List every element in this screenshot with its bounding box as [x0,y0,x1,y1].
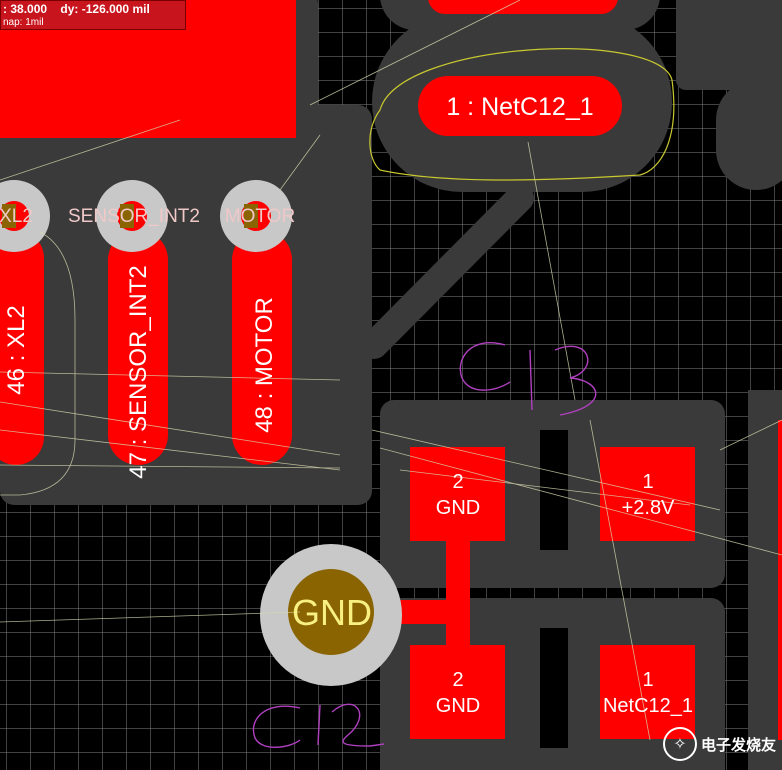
pad-48-motor[interactable] [232,230,292,465]
c12-pad-1[interactable] [600,645,695,739]
gnd-trace-horizontal[interactable] [396,600,452,624]
through-hole-pads [0,180,402,686]
hud-dy-label: dy: [60,2,79,16]
netc12-highlight-circle [369,48,675,181]
pad-netc12-1-label: 1 : NetC12_1 [446,93,593,121]
watermark: ✧ 电子发烧友 [662,724,776,764]
hud-snap-text: nap: 1mil [3,17,44,28]
electronic-fans-logo-icon: ✧ [662,727,697,761]
gnd-trace-vertical[interactable] [446,538,470,648]
c12-pad-2[interactable] [410,645,505,739]
pad-46-xl2[interactable] [0,230,44,465]
hole-label-motor: MOTOR [225,206,295,227]
hole-label-xl2: XL2 [0,206,33,227]
pad-47-sensor-int2[interactable] [108,230,168,465]
silkscreen-slots [540,430,568,748]
c13-pad-1[interactable] [600,447,695,541]
c12-pad-2-number: 2 [452,669,463,691]
hole-label-sensor: SENSOR_INT2 [68,206,200,227]
watermark-text: 电子发烧友 [700,736,776,754]
coordinate-hud: : 38.000 dy: -126.000 mil nap: 1mil [0,0,186,30]
pad-46-label: 46 : XL2 [3,305,30,394]
c12-pad-1-net: NetC12_1 [603,695,693,717]
ratsnest-lines [0,0,782,741]
pad-netc12-1[interactable] [418,76,622,136]
c12-pad-2-net: GND [436,695,480,717]
c13-pad-1-net: +2.8V [622,497,675,519]
handwritten-annotations [252,48,675,748]
c13-pad-2-net: GND [436,497,480,519]
hud-dy-value: -126.000 mil [81,2,150,16]
c13-pad-2[interactable] [410,447,505,541]
c13-pad-1-number: 1 [642,471,653,493]
c12-pad-1-number: 1 [642,669,653,691]
pad-47-label: 47 : SENSOR_INT2 [125,265,152,478]
hud-dx-value: 38.000 [10,2,48,16]
c13-pad-2-number: 2 [452,471,463,493]
pad-48-label: 48 : MOTOR [251,297,278,433]
hud-prefix: : [3,2,11,16]
gnd-via-label: GND [292,592,372,633]
